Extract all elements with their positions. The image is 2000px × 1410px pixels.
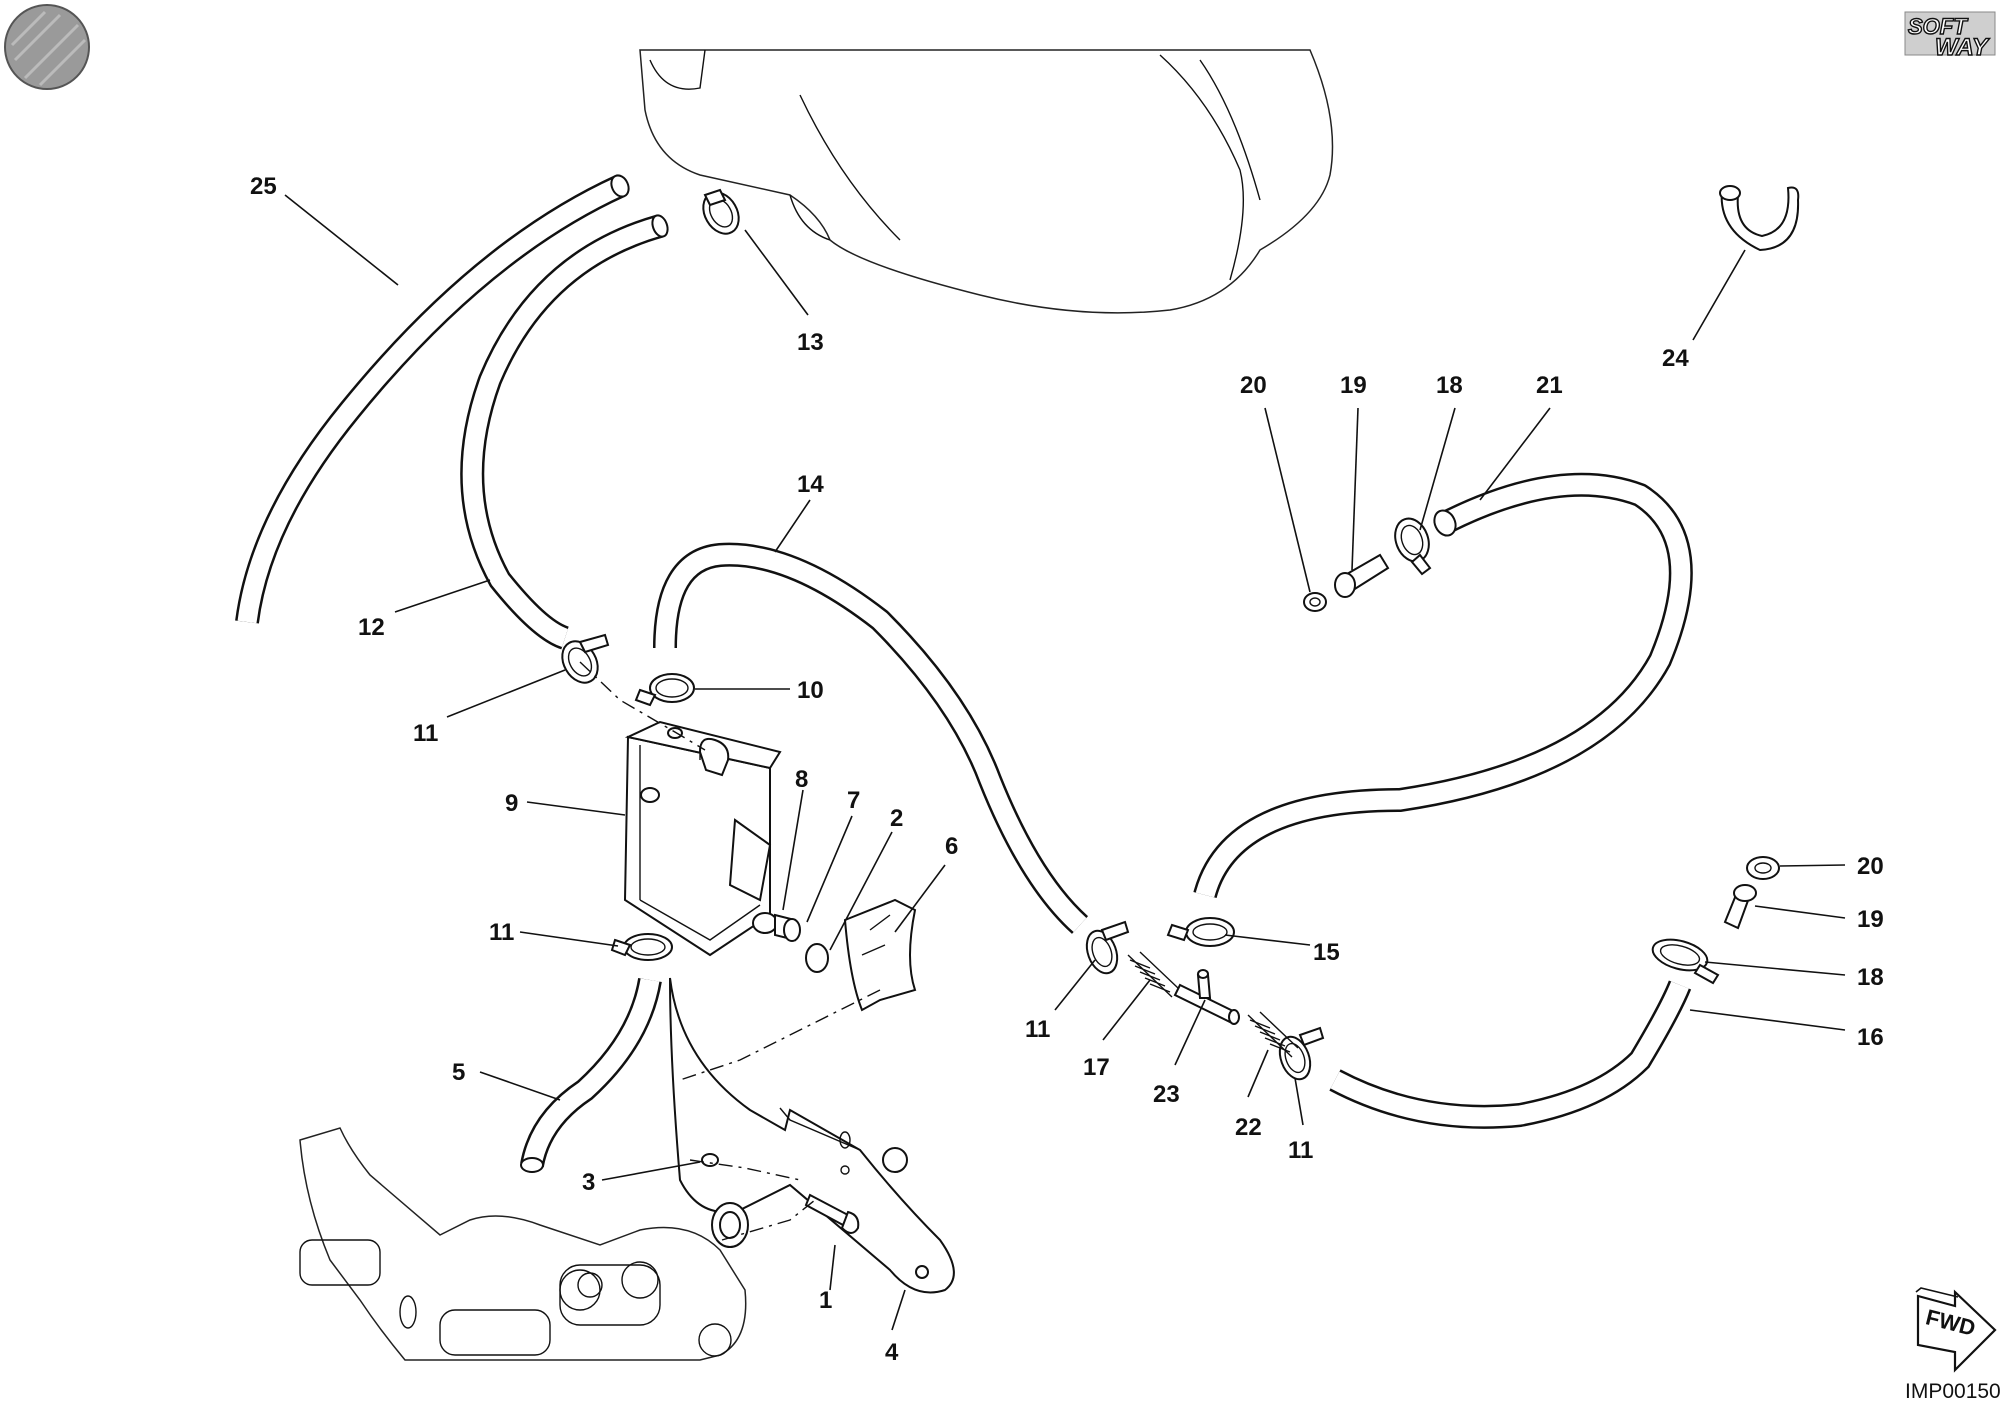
- clamp-11-mid: [1085, 920, 1130, 975]
- fitting-8: [752, 912, 778, 934]
- clamp-13: [702, 188, 740, 235]
- callout-24: 24: [1662, 345, 1689, 372]
- screw-1: [804, 1193, 860, 1234]
- clamp-15: [1166, 917, 1235, 947]
- clamp-11-right: [1278, 1026, 1325, 1081]
- callout-15: 15: [1313, 939, 1340, 966]
- nut-3: [701, 1153, 719, 1167]
- leader-lines: [284, 194, 1846, 1331]
- callout-19-lower: 19: [1857, 906, 1884, 933]
- spring-17: [1127, 951, 1179, 998]
- hose-16: [1329, 980, 1692, 1129]
- logo-line2: WAY: [1935, 34, 1990, 61]
- callout-20-lower: 20: [1857, 853, 1884, 880]
- fitting-7: [774, 913, 801, 942]
- fwd-arrow-icon: FWD: [1915, 1287, 1997, 1373]
- callout-19-upper: 19: [1340, 372, 1367, 399]
- callout-12: 12: [358, 614, 385, 641]
- hose-5: [520, 977, 662, 1173]
- callout-6: 6: [945, 833, 958, 860]
- callout-8: 8: [795, 766, 808, 793]
- callout-11-left: 11: [489, 919, 514, 946]
- clamp-11-left: [610, 933, 673, 961]
- clamp-10: [634, 673, 695, 707]
- callout-11-upper: 11: [413, 720, 438, 747]
- callout-10: 10: [797, 677, 824, 704]
- washer-20-upper: [1303, 592, 1327, 612]
- bracket-6: [843, 898, 917, 1012]
- canister-9: [623, 720, 782, 957]
- fitting-19-lower: [1723, 884, 1757, 930]
- spring-22: [1247, 1011, 1299, 1058]
- callout-23: 23: [1153, 1081, 1180, 1108]
- bracket-4: [669, 977, 955, 1294]
- callout-22: 22: [1235, 1114, 1262, 1141]
- callout-3: 3: [582, 1169, 595, 1196]
- callout-20-upper: 20: [1240, 372, 1267, 399]
- fuel-tank-outline: [639, 49, 1334, 314]
- hose-14: [653, 542, 1089, 934]
- callout-18-upper: 18: [1436, 372, 1463, 399]
- washer-20-lower: [1746, 856, 1780, 880]
- callout-16: 16: [1857, 1024, 1884, 1051]
- grommet: [711, 1202, 749, 1248]
- callout-9: 9: [505, 790, 518, 817]
- hose-25: [235, 174, 630, 624]
- hose-12: [460, 214, 669, 650]
- callout-7: 7: [847, 787, 860, 814]
- grommet-2: [805, 943, 829, 973]
- callout-11-right: 11: [1288, 1137, 1313, 1164]
- callout-13: 13: [797, 329, 824, 356]
- callout-5: 5: [452, 1059, 465, 1086]
- assembly-axis-lines: [579, 661, 881, 1241]
- callout-14: 14: [797, 471, 824, 498]
- drawing-code: IMP00150: [1905, 1380, 2000, 1403]
- fitting-19-upper: [1334, 553, 1390, 598]
- callout-1: 1: [819, 1287, 832, 1314]
- t-fitting-23: [1173, 969, 1240, 1025]
- clamp-18-upper: [1394, 517, 1432, 576]
- callout-4: 4: [885, 1339, 899, 1366]
- callout-2: 2: [890, 805, 903, 832]
- footpeg-bracket-outline: [299, 1127, 747, 1361]
- callouts: 25 13 12 14 11 10 9 8 7 2 6 11 5 3 1 4 2…: [250, 173, 1884, 1366]
- logo-line1: SOFT: [1908, 14, 1968, 39]
- callout-21: 21: [1536, 372, 1563, 399]
- callout-18-lower: 18: [1857, 964, 1884, 991]
- callout-17: 17: [1083, 1054, 1110, 1081]
- softway-logo: SOFT WAY: [1900, 8, 1996, 62]
- clamp-18-lower: [1651, 938, 1720, 985]
- clamp-24: [1719, 185, 1800, 252]
- callout-11-mid: 11: [1025, 1016, 1050, 1043]
- callout-25: 25: [250, 173, 277, 200]
- hose-21: [1193, 472, 1693, 899]
- corner-badge-icon: [4, 4, 90, 90]
